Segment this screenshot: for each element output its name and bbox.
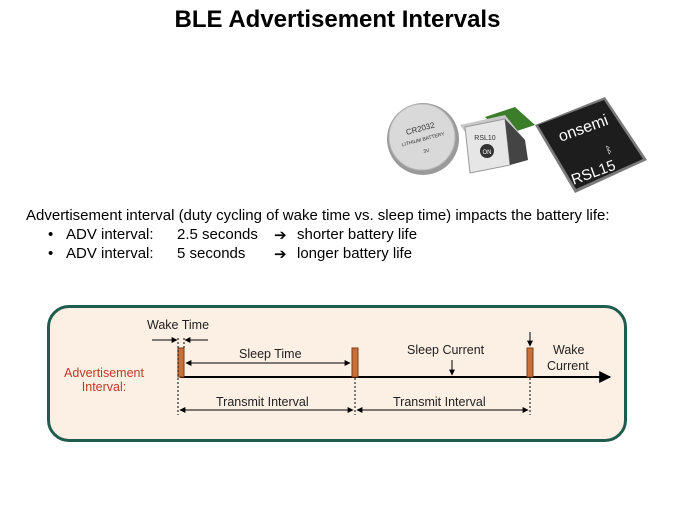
bullet-value: 2.5 seconds — [177, 226, 258, 243]
wake-current-label: Wake — [553, 343, 585, 357]
sleep-current-label: Sleep Current — [407, 343, 485, 357]
bluetooth-icon: ᛒ — [604, 144, 613, 156]
bullet-label: ADV interval: — [66, 245, 154, 262]
wake-pulse — [177, 347, 185, 378]
module-logo: ON — [483, 150, 492, 156]
arrow-icon: ➔ — [274, 227, 287, 244]
advertisement-interval-label: Advertisement Interval: — [58, 366, 150, 394]
timing-diagram-panel — [47, 305, 627, 442]
bullet-result: longer battery life — [297, 245, 413, 262]
page-title: BLE Advertisement Intervals — [174, 6, 501, 33]
arrow-icon: ➔ — [274, 246, 287, 263]
bullet-result: shorter battery life — [297, 226, 418, 243]
wake-time-label: Wake Time — [147, 318, 210, 332]
coin-battery: CR2032 LITHIUM BATTERY 3V — [387, 103, 459, 175]
bullet-value: 5 seconds — [177, 245, 246, 262]
advertisement-interval-line: Advertisement — [64, 366, 144, 380]
advertisement-interval-line: Interval: — [81, 380, 127, 394]
transmit-interval-label: Transmit Interval — [393, 395, 486, 409]
rsl10-module: RSL10 ON — [460, 107, 535, 174]
wake-pulse — [526, 347, 534, 378]
hardware-image: CR2032 LITHIUM BATTERY 3V RSL10 ON onsem… — [387, 97, 647, 193]
sleep-time-label: Sleep Time — [239, 347, 302, 361]
battery-voltage: 3V — [423, 148, 431, 156]
wake-current-label: Current — [547, 359, 589, 373]
bullet-marker: • — [48, 226, 54, 243]
wake-pulse — [351, 347, 359, 378]
module-label: RSL10 — [474, 135, 496, 142]
bullet-marker: • — [48, 245, 54, 262]
transmit-interval-label: Transmit Interval — [216, 395, 309, 409]
intro-text: Advertisement interval (duty cycling of … — [26, 207, 610, 224]
bullet-label: ADV interval: — [66, 226, 154, 243]
